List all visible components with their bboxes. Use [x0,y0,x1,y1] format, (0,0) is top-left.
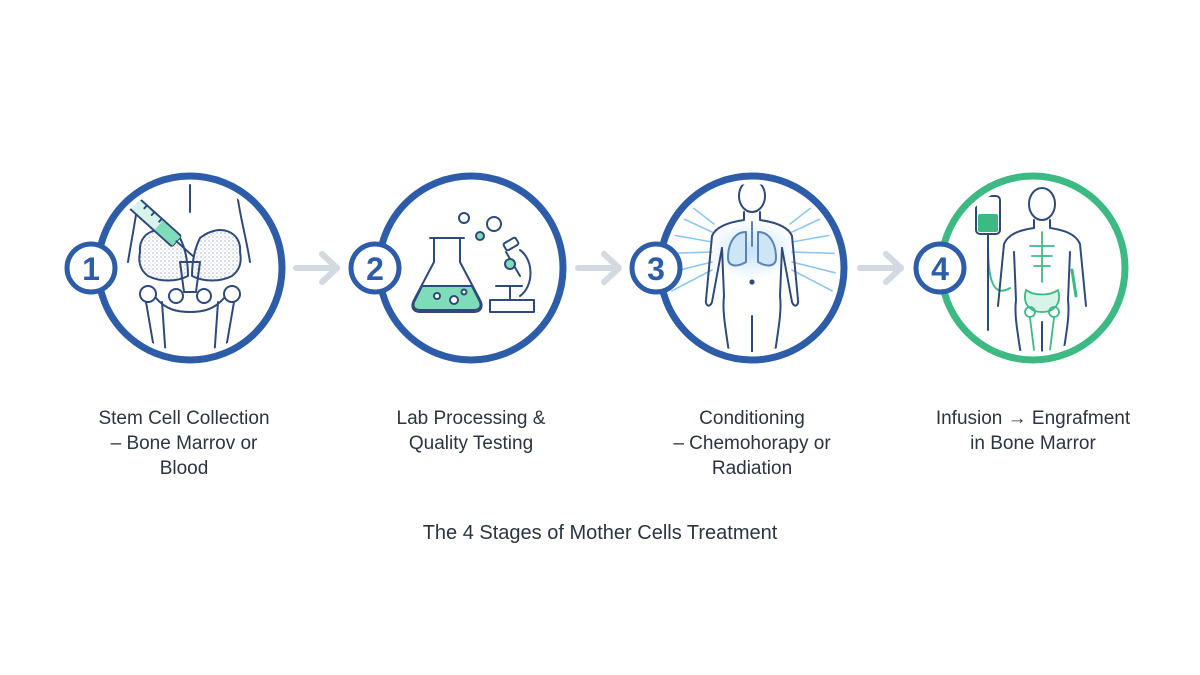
step-1-badge: 1 [64,241,118,295]
step-3-label: Conditioning – Chemohorapy or Radiation [673,408,831,479]
step-2-circle [375,172,567,364]
flask-microscope-icon [411,212,535,313]
arrow-1-2 [293,251,340,285]
step-4-label: Infusion → Engrafment in Bone Marror [935,408,1131,454]
step-2-badge: 2 [348,241,402,295]
diagram-caption: The 4 Stages of Mother Cells Treatment [422,522,778,544]
step-3-badge: 3 [629,241,683,295]
step-2-label: Lab Processing & Quality Testing [396,408,546,454]
pelvis-syringe-icon [112,184,251,352]
step-1-label: Stem Cell Collection – Bone Marrov or Bl… [98,408,270,479]
step-4-number: 4 [931,251,949,287]
step-4-circle [937,172,1129,364]
step-2-number: 2 [366,251,384,287]
arrow-2-3 [575,251,622,285]
step-1-number: 1 [82,251,100,287]
step-3-number: 3 [647,251,665,287]
arrow-3-4 [857,251,904,285]
step-4-badge: 4 [913,241,967,295]
